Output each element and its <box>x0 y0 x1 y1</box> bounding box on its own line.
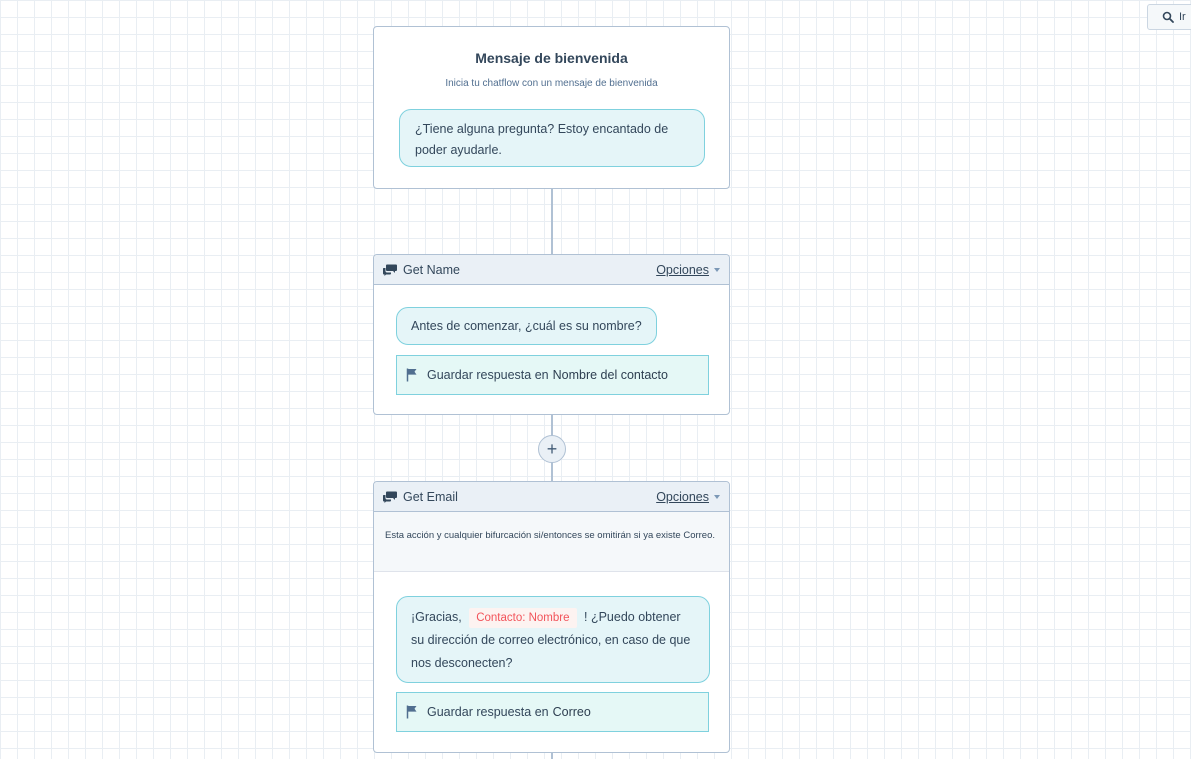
action-card-header: Get Email Opciones <box>374 482 729 512</box>
goto-label: Ir <box>1179 11 1186 23</box>
action-card-header: Get Name Opciones <box>374 255 729 285</box>
action-card-get-email[interactable]: Get Email Opciones Esta acción y cualqui… <box>373 481 730 753</box>
bot-message-bubble[interactable]: ¡Gracias, Contacto: Nombre ! ¿Puedo obte… <box>396 596 710 683</box>
save-property: Correo <box>552 705 591 719</box>
connector-line <box>551 753 553 759</box>
goto-button[interactable]: Ir <box>1147 4 1191 30</box>
plus-icon: + <box>546 438 558 459</box>
save-property: Nombre del contacto <box>552 368 668 382</box>
action-card-get-name[interactable]: Get Name Opciones Antes de comenzar, ¿cu… <box>373 254 730 415</box>
flag-icon <box>406 368 418 382</box>
bot-message-bubble[interactable]: Antes de comenzar, ¿cuál es su nombre? <box>396 307 657 345</box>
search-icon <box>1162 11 1174 23</box>
welcome-title: Mensaje de bienvenida <box>475 50 628 66</box>
chevron-down-icon[interactable] <box>714 494 720 499</box>
action-title: Get Email <box>403 489 458 504</box>
save-response-box[interactable]: Guardar respuesta en Correo <box>396 692 709 732</box>
flag-icon <box>406 705 418 719</box>
message-text: ! ¿Puedo obtener su dirección de correo … <box>411 610 691 670</box>
chevron-down-icon[interactable] <box>714 267 720 272</box>
chat-bubbles-icon <box>383 491 397 503</box>
save-response-box[interactable]: Guardar respuesta en Nombre del contacto <box>396 355 709 395</box>
skip-notice: Esta acción y cualquier bifurcación si/e… <box>374 512 729 572</box>
options-dropdown[interactable]: Opciones <box>656 489 709 504</box>
personalization-token[interactable]: Contacto: Nombre <box>469 608 577 628</box>
save-prefix: Guardar respuesta en <box>427 368 549 382</box>
chat-bubbles-icon <box>383 264 397 276</box>
connector-line <box>551 189 553 254</box>
add-action-button[interactable]: + <box>538 435 566 463</box>
options-dropdown[interactable]: Opciones <box>656 262 709 277</box>
welcome-subtitle: Inicia tu chatflow con un mensaje de bie… <box>445 78 658 89</box>
welcome-message-bubble[interactable]: ¿Tiene alguna pregunta? Estoy encantado … <box>399 109 705 167</box>
message-text: ¡Gracias, <box>411 610 462 624</box>
welcome-message-card[interactable]: Mensaje de bienvenida Inicia tu chatflow… <box>373 26 730 189</box>
save-prefix: Guardar respuesta en <box>427 705 549 719</box>
action-title: Get Name <box>403 262 460 277</box>
